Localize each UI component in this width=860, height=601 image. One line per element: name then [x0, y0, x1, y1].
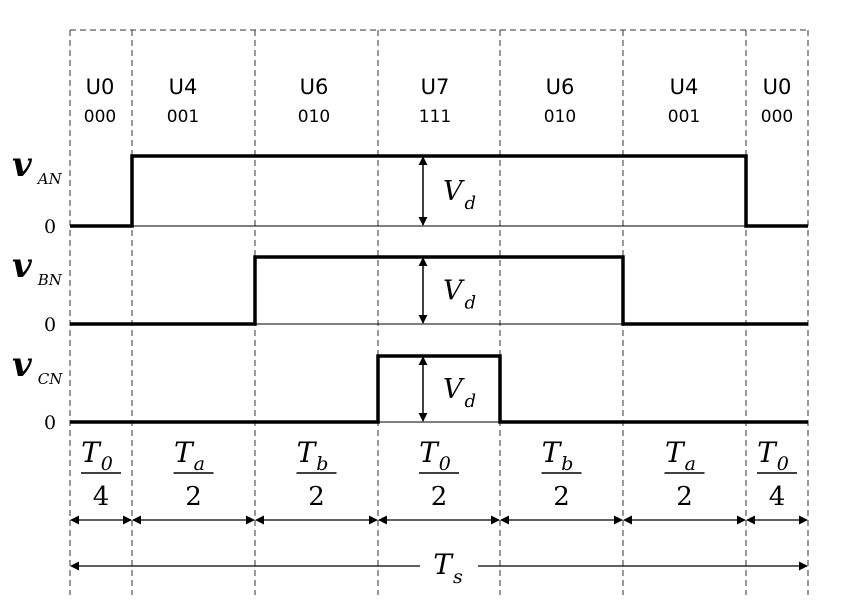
- duration-numerator: T0: [81, 436, 113, 475]
- duration-row: T0 4 Ta 2 Tb 2 T0 2 Tb 2 Ta 2 T0 4: [70, 436, 808, 525]
- duration-numerator: Tb: [297, 436, 329, 475]
- interval-state-label: U0: [86, 75, 115, 99]
- interval-code-label: 010: [544, 107, 576, 127]
- interval-code-label: 000: [84, 107, 116, 127]
- duration-denominator: 4: [93, 482, 110, 512]
- duration-numerator: T0: [757, 436, 789, 475]
- duration-denominator: 2: [676, 482, 693, 512]
- period-label: Ts: [433, 548, 463, 588]
- interval-code-label: 000: [761, 107, 793, 127]
- duration-denominator: 2: [308, 482, 325, 512]
- duration-numerator: T0: [419, 436, 451, 475]
- waveform-trace: [70, 354, 808, 424]
- interval-state-label: U6: [546, 75, 575, 99]
- duration-denominator: 2: [185, 482, 202, 512]
- interval-headers: U0 000 U4 001 U6 010 U7 111 U6 010 U4 001 U0 000: [84, 75, 793, 127]
- interval-state-label: U7: [421, 75, 450, 99]
- duration-denominator: 4: [769, 482, 786, 512]
- duration-denominator: 2: [553, 482, 570, 512]
- waveform-trace: [70, 255, 808, 326]
- period-dimension: Ts: [70, 548, 808, 588]
- zero-level-label: 0: [44, 314, 56, 336]
- interval-code-label: 001: [668, 107, 700, 127]
- duration-numerator: Ta: [174, 436, 205, 475]
- interval-state-label: U0: [763, 75, 792, 99]
- interval-state-label: U4: [169, 75, 198, 99]
- interval-state-label: U4: [670, 75, 699, 99]
- interval-code-label: 001: [167, 107, 199, 127]
- zero-level-label: 0: [44, 216, 56, 238]
- waveform-trace: [70, 154, 808, 228]
- interval-code-label: 010: [298, 107, 330, 127]
- duration-denominator: 2: [431, 482, 448, 512]
- zero-level-label: 0: [44, 412, 56, 434]
- duration-numerator: Ta: [665, 436, 696, 475]
- interval-code-label: 111: [419, 107, 451, 127]
- duration-numerator: Tb: [542, 436, 574, 475]
- interval-state-label: U6: [300, 75, 329, 99]
